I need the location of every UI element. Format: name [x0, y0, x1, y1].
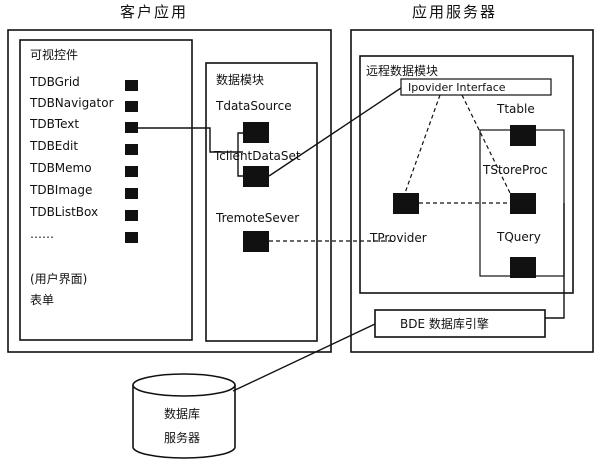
visual-controls-list: TDBGrid TDBNavigator TDBText TDBEdit TDB…	[29, 75, 114, 241]
tdatasource-label: TdataSource	[215, 99, 292, 113]
control-node	[125, 101, 138, 112]
tclientdataset-node	[243, 166, 269, 187]
tquery-label: TQuery	[496, 230, 541, 244]
control-node	[125, 144, 138, 155]
data-module-title: 数据模块	[216, 72, 264, 87]
tremoteserver-label: TremoteSever	[215, 211, 299, 225]
control-label: TDBEdit	[29, 139, 78, 153]
remote-data-module-box	[359, 55, 574, 294]
control-nodes	[125, 80, 138, 243]
form-box	[19, 39, 193, 341]
dataset-group-to-bde-line	[545, 203, 565, 319]
ui-section-line1: (用户界面)	[30, 271, 87, 286]
tdbtext-to-datasource-line	[138, 127, 243, 153]
control-label: ……	[30, 227, 54, 241]
database-server-line1: 数据库	[164, 406, 200, 421]
ttable-label: Ttable	[496, 102, 535, 116]
bde-engine-label: BDE 数据库引擎	[400, 316, 489, 331]
ui-section-line2: 表单	[30, 293, 54, 307]
tstoredproc-node	[510, 193, 536, 214]
database-cylinder-top	[132, 373, 236, 397]
app-server-box	[350, 29, 594, 353]
tquery-node	[510, 257, 536, 278]
data-module-box	[205, 62, 318, 342]
control-node	[125, 166, 138, 177]
control-label: TDBNavigator	[29, 96, 114, 110]
control-label: TDBMemo	[29, 161, 92, 175]
ttable-node	[510, 125, 536, 146]
interface-to-provider-line	[404, 94, 441, 194]
control-label: TDBImage	[29, 183, 92, 197]
interface-label: Ipovider Interface	[408, 81, 506, 94]
tprovider-label: TProvider	[369, 231, 427, 245]
remote-data-module-title: 远程数据模块	[366, 63, 438, 78]
datasource-to-clientdataset-link	[237, 132, 243, 177]
control-node	[125, 210, 138, 221]
client-app-box	[7, 29, 332, 353]
control-label: TDBListBox	[29, 205, 98, 219]
client-app-header: 客户应用	[120, 3, 188, 21]
database-server-line2: 服务器	[164, 430, 200, 445]
interface-box	[400, 78, 552, 96]
app-server-header: 应用服务器	[412, 3, 497, 21]
tdatasource-node	[243, 122, 269, 143]
database-server	[132, 373, 236, 459]
tstoredproc-label: TStoreProc	[482, 163, 548, 177]
control-label: TDBGrid	[29, 75, 80, 89]
database-cylinder-body	[132, 385, 236, 459]
control-node	[125, 122, 138, 133]
tprovider-node	[393, 193, 419, 214]
control-node	[125, 232, 138, 243]
visual-controls-title: 可视控件	[30, 47, 78, 62]
clientdataset-to-interface-line	[268, 87, 402, 177]
bde-engine-box	[374, 309, 546, 338]
bde-to-database-line	[232, 323, 376, 392]
control-node	[125, 80, 138, 91]
control-node	[125, 188, 138, 199]
tremoteserver-node	[243, 231, 269, 252]
tclientdataset-label: TclientDataSet	[213, 149, 301, 163]
control-label: TDBText	[29, 117, 79, 131]
